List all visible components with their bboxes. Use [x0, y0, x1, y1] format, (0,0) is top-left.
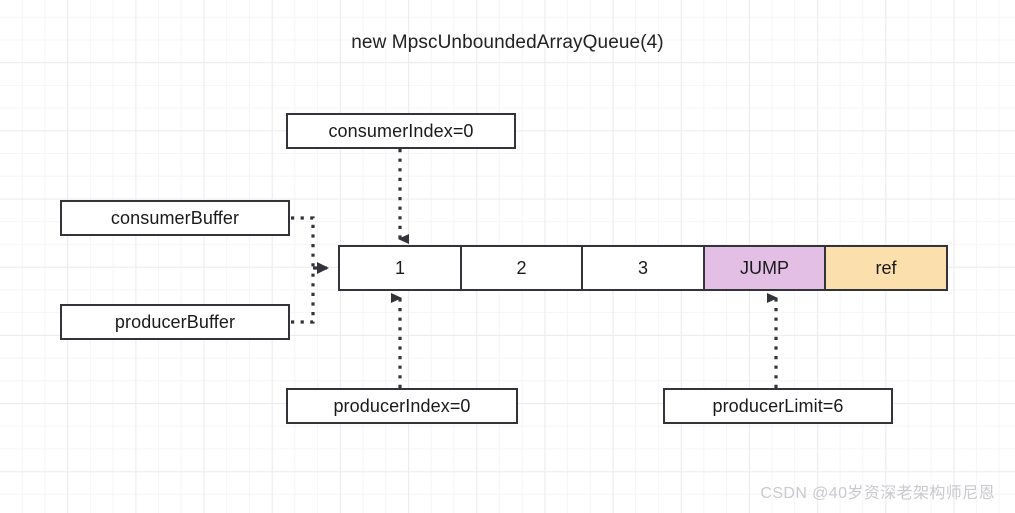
array-buffer: 1 2 3 JUMP ref [338, 245, 948, 291]
producer-buffer-label: producerBuffer [60, 304, 290, 340]
producer-buffer-connector [291, 268, 315, 324]
array-cell-jump: JUMP [702, 245, 827, 291]
consumer-buffer-connector [291, 216, 315, 268]
array-cell: 2 [459, 245, 584, 291]
producer-limit-label: producerLimit=6 [663, 388, 893, 424]
producer-index-label: producerIndex=0 [286, 388, 518, 424]
watermark: CSDN @40岁资深老架构师尼恩 [760, 485, 995, 502]
array-cell: 3 [581, 245, 705, 291]
array-cell-ref: ref [824, 245, 948, 291]
page-title: new MpscUnboundedArrayQueue(4) [351, 32, 664, 53]
consumer-index-label: consumerIndex=0 [286, 113, 516, 149]
array-cell: 1 [338, 245, 462, 291]
consumer-buffer-label: consumerBuffer [60, 200, 290, 236]
